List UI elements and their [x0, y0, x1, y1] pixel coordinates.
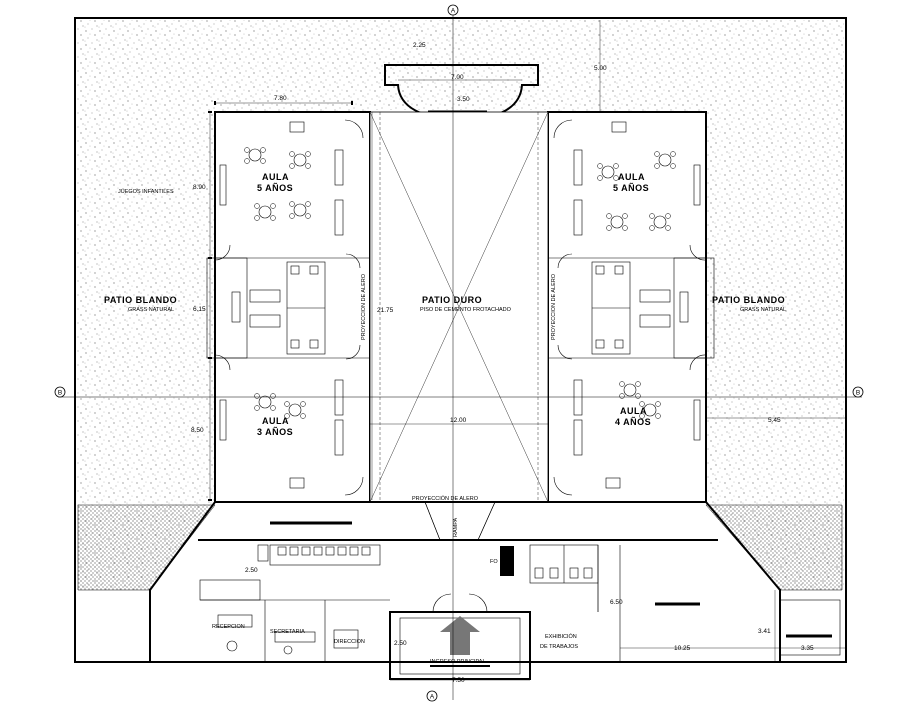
patio-duro-label: PATIO DURO: [422, 295, 482, 305]
juegos-label: JUEGOS INFANTILES: [118, 189, 174, 195]
round-tables: [248, 148, 672, 417]
hatch-right: [705, 504, 843, 591]
exhibicion-label-1: EXHIBICIÓN: [545, 633, 577, 640]
rampa-label: RAMPA: [453, 518, 459, 537]
grass-right: GRASS NATURAL: [740, 307, 786, 313]
waiting-seats: [269, 544, 381, 566]
aula-bottom-right-age: 4 AÑOS: [615, 417, 651, 427]
dim-1025: 10.25: [674, 645, 691, 652]
entrance-vestibule: [389, 611, 531, 680]
dim-750: 7.50: [452, 677, 465, 684]
patio-blando-left: PATIO BLANDO: [104, 295, 177, 305]
ingreso-label: INGRESO PRINCIPAL: [430, 659, 486, 665]
fo-label: FO: [490, 559, 498, 565]
dim-335: 3.35: [801, 645, 814, 652]
rampa: [424, 501, 496, 541]
dim-225: 2.25: [413, 42, 426, 49]
axis-marker-left: B: [54, 386, 66, 398]
dim-545: 5.45: [768, 417, 781, 424]
right-classroom-block: [547, 111, 707, 503]
patio-diagonal-2: [369, 111, 549, 503]
axis-marker-top: A: [447, 4, 459, 16]
left-sshh-annex: [206, 257, 248, 359]
recepcion-label: RECEPCION: [212, 624, 245, 630]
dim-500: 5.00: [594, 65, 607, 72]
aula-top-left-age: 5 AÑOS: [257, 183, 293, 193]
dim-850: 8.50: [191, 427, 204, 434]
site-boundary: [74, 17, 847, 663]
hatch-left: [77, 504, 216, 591]
aula-top-right-age: 5 AÑOS: [613, 183, 649, 193]
proyeccion-left: PROYECCION DE ALERO: [361, 273, 367, 340]
door-swings-right: [553, 119, 707, 496]
dim-615: 6.15: [193, 306, 206, 313]
dim-700: 7.00: [451, 74, 464, 81]
aula-bottom-right-title: AULA: [620, 406, 647, 416]
axis-marker-bottom: A: [426, 690, 438, 702]
door-swings-left: [214, 119, 364, 496]
aula-bottom-left-age: 3 AÑOS: [257, 427, 293, 437]
piso-label: PISO DE CEMENTO FROTACHADO: [420, 307, 512, 313]
grass-left: GRASS NATURAL: [128, 307, 174, 313]
secretaria-label: SECRETARIA: [270, 629, 305, 635]
dim-350: 3.50: [457, 96, 470, 103]
aula-bottom-left-title: AULA: [262, 416, 289, 426]
dim-250-bottom: 2.50: [394, 640, 407, 647]
dim-250-left: 2.50: [245, 567, 258, 574]
dimension-ticks: [208, 101, 353, 501]
proyeccion-right: PROYECCION DE ALERO: [551, 273, 557, 340]
furniture-left: [219, 121, 344, 489]
svg-text:A: A: [430, 694, 435, 701]
left-classroom-block: [214, 111, 371, 503]
dim-1200: 12.00: [450, 417, 467, 424]
entrance-arrow-head: [440, 616, 480, 632]
furniture-right: [573, 121, 701, 489]
svg-text:A: A: [451, 8, 456, 15]
chairs: [244, 147, 676, 419]
svg-text:B: B: [58, 390, 62, 397]
direccion-label: DIRECCION: [334, 639, 365, 645]
fo-block: [500, 546, 514, 576]
entrance-arrow-body: [450, 630, 470, 655]
dim-780: 7.80: [274, 95, 287, 102]
svg-text:B: B: [856, 390, 860, 397]
proyeccion-bottom: PROYECCIÓN DE ALERO: [412, 495, 479, 502]
dim-890: 8.90: [193, 184, 206, 191]
aula-top-left-title: AULA: [262, 172, 289, 182]
patio-blando-right: PATIO BLANDO: [712, 295, 785, 305]
dim-650: 6.50: [610, 599, 623, 606]
toilet-fixtures: [290, 265, 624, 349]
axis-marker-right: B: [852, 386, 864, 398]
dim-341: 3.41: [758, 628, 771, 635]
exhibicion-label-2: DE TRABAJOS: [540, 644, 578, 650]
dim-2175: 21.75: [377, 307, 394, 314]
right-sshh-annex: [673, 257, 715, 359]
dimension-lines: [209, 79, 846, 681]
aula-top-right-title: AULA: [618, 172, 645, 182]
